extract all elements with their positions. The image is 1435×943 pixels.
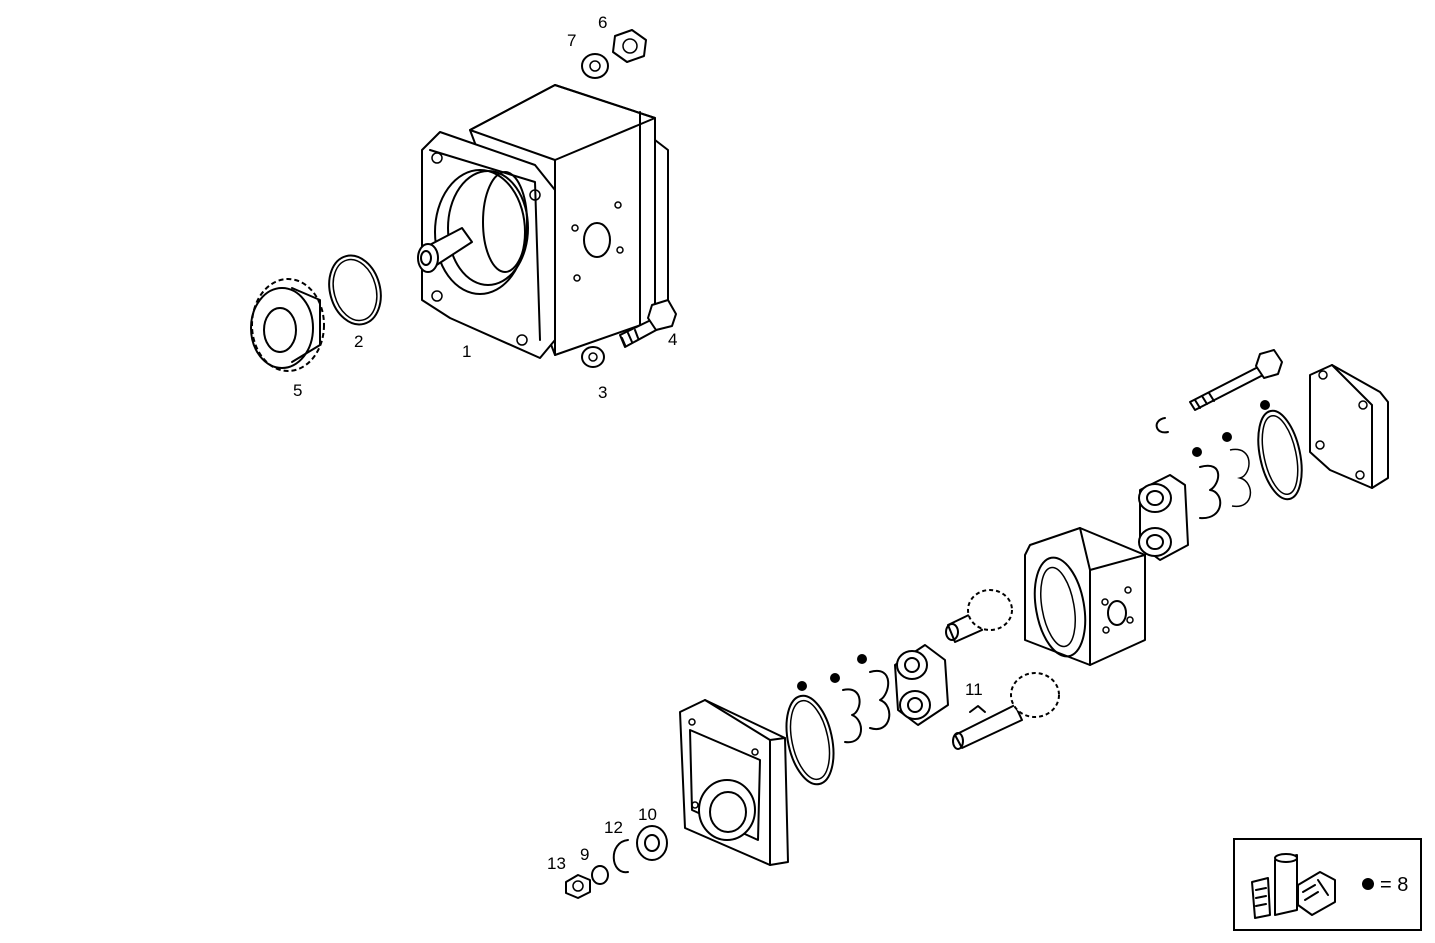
front-bearing-block[interactable] — [894, 644, 949, 726]
pump-assembly-part-1[interactable] — [417, 84, 669, 359]
callout-12: 12 — [604, 818, 623, 837]
washer-part-7[interactable] — [581, 53, 609, 79]
seal-kit-icon — [1251, 853, 1336, 919]
callout-10: 10 — [638, 805, 657, 824]
front-seal-set[interactable] — [779, 654, 891, 789]
front-mounting-flange[interactable] — [679, 699, 789, 866]
callout-13: 13 — [547, 854, 566, 873]
kit-dot-marker — [797, 681, 807, 691]
shaft-seal-part-10[interactable] — [636, 825, 668, 861]
small-circlip[interactable] — [1155, 417, 1169, 434]
kit-dot-marker — [1260, 400, 1270, 410]
drive-gear-part-5[interactable] — [250, 278, 325, 372]
washer-part-9[interactable] — [591, 865, 609, 885]
callout-9: 9 — [580, 845, 589, 864]
driven-gear[interactable] — [945, 589, 1013, 643]
callout-7: 7 — [567, 31, 576, 50]
rear-cover[interactable] — [1309, 364, 1389, 489]
kit-dot-marker — [857, 654, 867, 664]
circlip-part-12[interactable] — [612, 839, 629, 874]
callout-11: 11 — [965, 680, 983, 699]
drive-gear-shaft-part-11[interactable] — [952, 672, 1060, 750]
kit-legend: = 8 — [1233, 838, 1422, 931]
callout-5: 5 — [293, 381, 302, 400]
nut-part-13[interactable] — [565, 874, 591, 899]
kit-legend-label: = 8 — [1380, 874, 1408, 896]
callout-3: 3 — [598, 383, 607, 402]
callout-6: 6 — [598, 13, 607, 32]
bolt-part-4[interactable] — [619, 299, 677, 348]
washer-part-3[interactable] — [581, 346, 605, 368]
long-bolt[interactable] — [1189, 349, 1283, 411]
callout-2: 2 — [354, 332, 363, 351]
callout-1: 1 — [462, 342, 471, 361]
kit-dot-marker — [830, 673, 840, 683]
callout-4: 4 — [668, 330, 677, 349]
kit-dot-marker — [1222, 432, 1232, 442]
kit-legend-dot — [1362, 878, 1374, 890]
rear-seal-set[interactable] — [1192, 400, 1309, 520]
rear-bearing-block[interactable] — [1138, 474, 1189, 561]
nut-part-6[interactable] — [612, 29, 647, 63]
kit-dot-marker — [1192, 447, 1202, 457]
pump-body[interactable] — [1024, 527, 1146, 666]
o-ring-part-2[interactable] — [322, 250, 388, 331]
